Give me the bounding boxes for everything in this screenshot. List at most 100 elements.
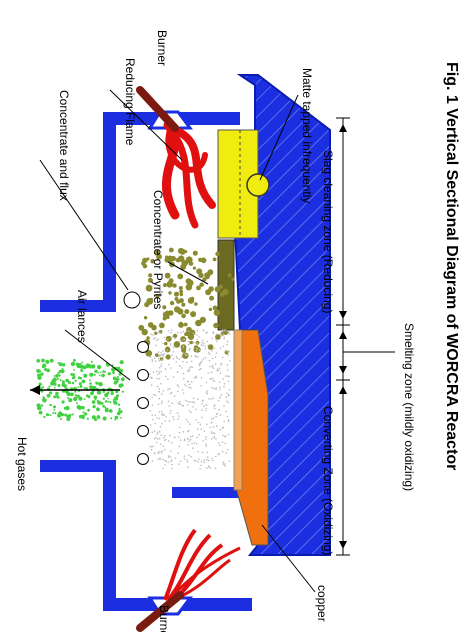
spray-dot <box>190 387 192 389</box>
spray-dot <box>178 358 181 361</box>
spray-dot <box>219 429 222 431</box>
gas-particle <box>103 391 105 393</box>
gas-particle <box>41 398 44 401</box>
spray-dot <box>187 444 189 446</box>
spray-dot <box>211 349 213 352</box>
spray-dot <box>210 422 213 424</box>
gas-particle <box>42 396 45 399</box>
spray-dot <box>203 405 205 407</box>
spray-dot <box>214 363 217 365</box>
spray-dot <box>201 451 204 454</box>
gas-particle <box>121 390 124 393</box>
concentrate-particle <box>163 283 167 288</box>
gas-duct-top <box>40 300 116 312</box>
gas-particle <box>75 394 78 397</box>
spray-dot <box>168 387 171 390</box>
gas-particle <box>117 411 120 415</box>
concentrate-particle <box>194 302 198 306</box>
top-burner <box>136 86 179 132</box>
gas-particle <box>89 379 91 382</box>
spray-dot <box>188 454 190 457</box>
spray-dot <box>223 338 225 340</box>
gas-particle <box>116 394 119 398</box>
concentrate-particle <box>209 295 215 301</box>
spray-dot <box>195 460 197 462</box>
leader-copper <box>261 524 316 593</box>
gas-particle <box>49 358 54 363</box>
spray-dot <box>170 460 172 463</box>
spray-dot <box>159 331 161 333</box>
spray-dot <box>212 397 214 400</box>
spray-dot <box>206 456 209 459</box>
spray-dot <box>149 373 151 375</box>
gas-particle <box>73 369 75 371</box>
gas-particle <box>39 387 43 390</box>
label-smelting-zone: Smelting zone (mildly oxidizing) <box>402 323 416 491</box>
spray-dot <box>195 419 198 421</box>
concentrate-particle <box>170 255 176 262</box>
gas-particle <box>78 396 83 401</box>
spray-dot <box>189 439 192 441</box>
spray-dot <box>186 459 188 461</box>
air-lances <box>137 341 149 465</box>
spray-dot <box>155 441 158 444</box>
spray-dot <box>182 360 184 363</box>
gas-particle <box>112 371 115 375</box>
concentrate-particle <box>214 286 221 293</box>
spray-dot <box>193 341 195 344</box>
gas-particle <box>49 403 52 407</box>
concentrate-particle <box>181 347 187 353</box>
gas-particle <box>53 395 57 399</box>
air-lance <box>137 397 149 409</box>
spray-dot <box>189 436 192 438</box>
spray-dot <box>219 396 221 399</box>
spray-dot <box>182 392 185 395</box>
spray-dot <box>184 353 187 356</box>
spray-dot <box>182 330 185 333</box>
gas-particle <box>49 391 53 395</box>
gas-particle <box>60 369 65 374</box>
spray-dot <box>156 373 159 376</box>
spray-dot <box>201 409 204 411</box>
gas-particle <box>38 410 43 415</box>
spray-dot <box>211 365 213 368</box>
gas-particle <box>74 390 77 393</box>
gas-particle <box>102 404 105 408</box>
spray-dot <box>158 377 160 380</box>
spray-dot <box>212 367 215 369</box>
gas-particle <box>61 382 66 387</box>
spray-dot <box>196 329 199 332</box>
spray-dot <box>180 331 182 334</box>
spray-dot <box>220 333 222 336</box>
spray-dot <box>153 393 155 396</box>
gas-particle <box>113 376 117 381</box>
spray-dot <box>220 362 223 365</box>
spray-dot <box>186 404 189 406</box>
gas-particle <box>97 365 102 370</box>
gas-particle <box>120 410 123 413</box>
concentrate-particle <box>205 275 210 280</box>
spray-dot <box>206 423 208 426</box>
gas-particle <box>44 368 47 371</box>
spray-dot <box>161 450 164 453</box>
concentrate-particle <box>184 309 190 315</box>
spray-dot <box>198 363 201 365</box>
spray-dot <box>212 332 215 335</box>
spray-dot <box>226 351 229 353</box>
gas-particle <box>76 362 81 367</box>
spray-dot <box>156 332 158 334</box>
spray-dot <box>200 385 202 387</box>
concentrate-particle <box>168 310 174 316</box>
gas-particle <box>92 405 96 409</box>
spray-dot <box>205 407 207 410</box>
spray-dot <box>206 451 209 454</box>
gas-particle <box>38 382 42 386</box>
spray-dot <box>226 392 228 394</box>
gas-duct-bottom <box>40 460 116 472</box>
spray-dot <box>198 349 201 351</box>
spray-dot <box>218 381 221 384</box>
spray-dot <box>176 384 179 386</box>
spray-dot <box>175 361 177 363</box>
gas-particle <box>108 409 113 413</box>
spray-dot <box>220 394 222 396</box>
